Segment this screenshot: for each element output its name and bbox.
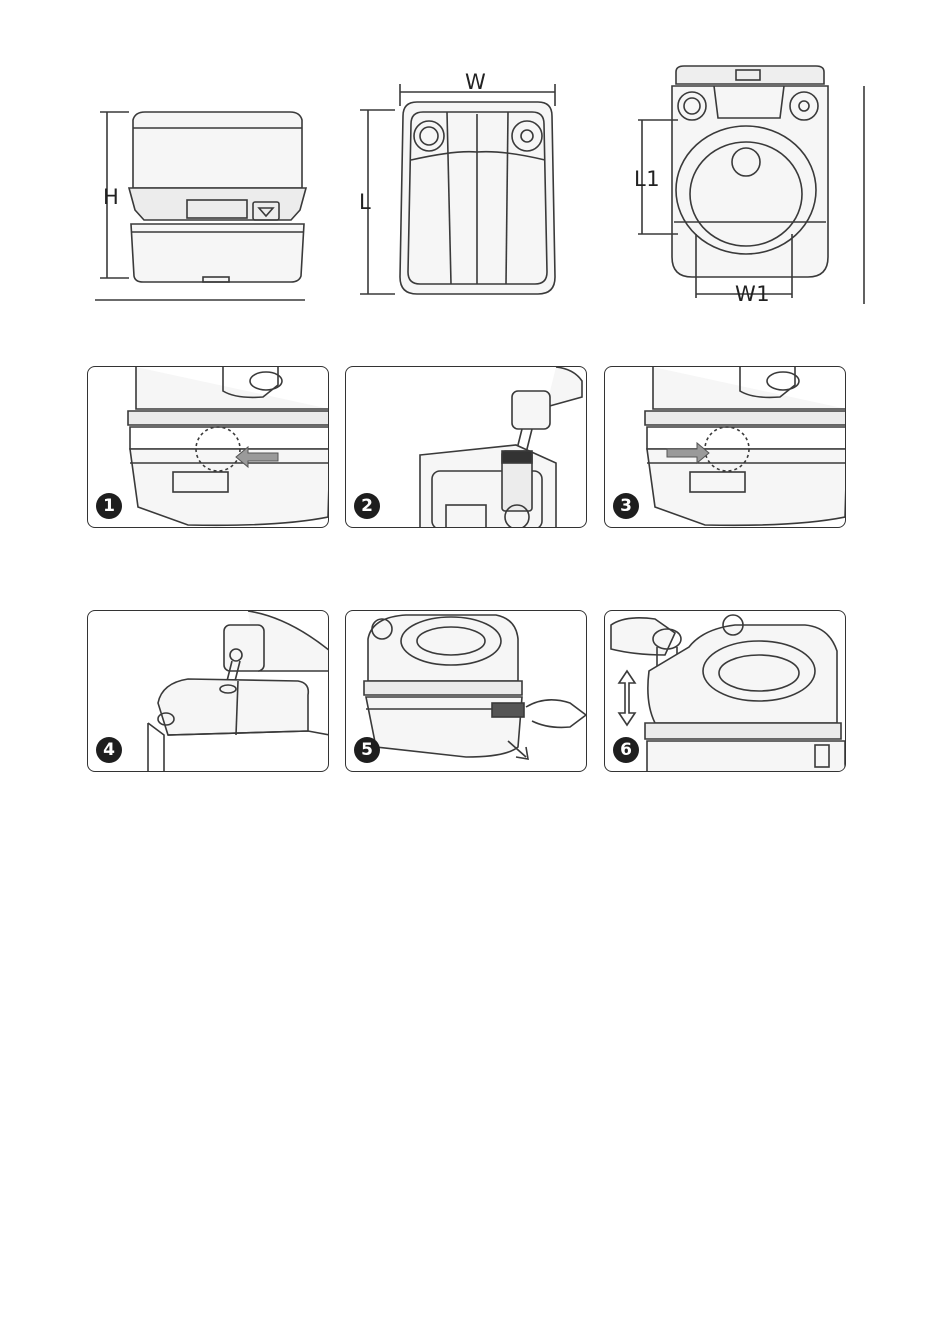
- height-label: H: [103, 185, 119, 209]
- step-1-illustration: [88, 367, 329, 528]
- step-number-badge: 2: [354, 493, 380, 519]
- top-view-svg: [355, 72, 565, 302]
- step-3-illustration: [605, 367, 846, 528]
- step-2-illustration: [346, 367, 587, 528]
- step-panel-2: 2: [345, 366, 587, 528]
- width-label: W: [465, 70, 486, 94]
- step-panel-5: 5: [345, 610, 587, 772]
- step-panel-3: 3: [604, 366, 846, 528]
- front-view-drawing: H: [95, 100, 315, 305]
- step-panel-1: 1: [87, 366, 329, 528]
- step-panel-6: 6: [604, 610, 846, 772]
- step-4-illustration: [88, 611, 329, 772]
- seat-view-drawing: L1 W1: [628, 62, 868, 307]
- inner-width-label: W1: [735, 282, 770, 306]
- step-6-illustration: [605, 611, 846, 772]
- seat-view-svg: [628, 62, 868, 307]
- inner-length-label: L1: [634, 167, 660, 191]
- step-5-illustration: [346, 611, 587, 772]
- front-view-svg: [95, 100, 315, 305]
- length-label: L: [359, 190, 371, 214]
- top-view-drawing: W L: [355, 72, 565, 302]
- step-number-badge: 5: [354, 737, 380, 763]
- step-number-badge: 6: [613, 737, 639, 763]
- step-panel-4: 4: [87, 610, 329, 772]
- step-number-badge: 1: [96, 493, 122, 519]
- step-number-badge: 3: [613, 493, 639, 519]
- step-number-badge: 4: [96, 737, 122, 763]
